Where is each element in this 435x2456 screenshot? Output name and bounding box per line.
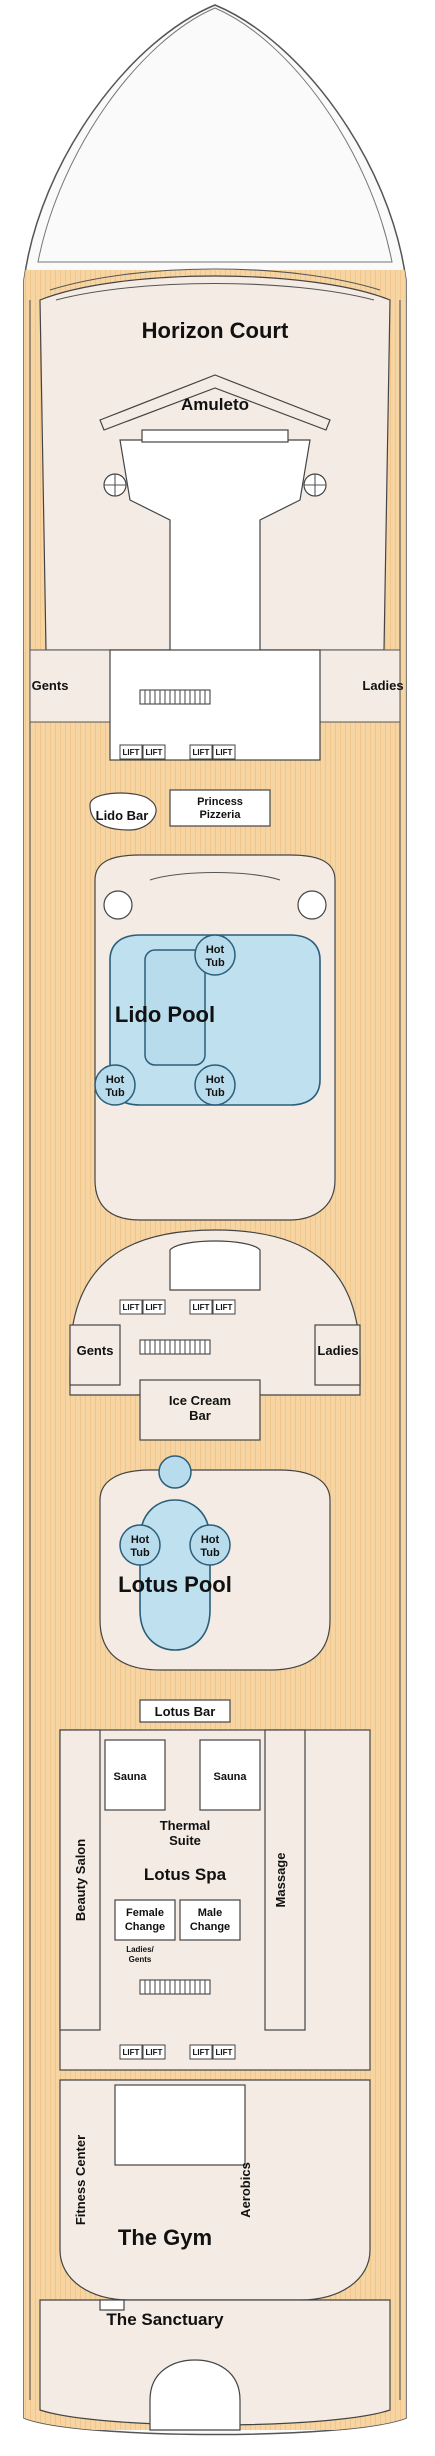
label-ice-cream-bar[interactable]: Bar [189, 1408, 211, 1423]
label-lotus-spa[interactable]: Lotus Spa [144, 1865, 227, 1884]
label-thermal[interactable]: Thermal [160, 1818, 211, 1833]
label-gents-fwd[interactable]: Gents [32, 678, 69, 693]
lotus-pool-area [99, 1469, 331, 1671]
label-the-sanctuary[interactable]: The Sanctuary [106, 2310, 224, 2329]
label-sauna-port[interactable]: Sauna [113, 1771, 147, 1783]
label-ladies-mid[interactable]: Ladies [317, 1343, 358, 1358]
label-male[interactable]: Male [198, 1907, 222, 1919]
label-lotus-bar[interactable]: Lotus Bar [155, 1704, 216, 1719]
svg-text:LIFT: LIFT [146, 748, 163, 757]
label-the-gym[interactable]: The Gym [118, 2225, 212, 2250]
svg-text:LIFT: LIFT [146, 2048, 163, 2057]
svg-text:Hot: Hot [206, 944, 225, 956]
label-beauty-salon[interactable]: Beauty Salon [73, 1839, 88, 1921]
svg-text:Hot: Hot [201, 1534, 220, 1546]
hot-tub [189, 1524, 231, 1566]
label-gents-mid[interactable]: Gents [77, 1343, 114, 1358]
label-massage[interactable]: Massage [273, 1853, 288, 1908]
lotus-bar [139, 1699, 231, 1723]
svg-text:Tub: Tub [105, 1087, 125, 1099]
svg-text:LIFT: LIFT [146, 1303, 163, 1312]
svg-text:LIFT: LIFT [216, 2048, 233, 2057]
svg-text:Tub: Tub [205, 1087, 225, 1099]
svg-text:LIFT: LIFT [193, 748, 210, 757]
svg-text:Hot: Hot [206, 1074, 225, 1086]
label-male-change[interactable]: Change [190, 1921, 230, 1933]
svg-text:Hot: Hot [106, 1074, 125, 1086]
label-horizon-court[interactable]: Horizon Court [142, 318, 289, 343]
hot-tub [94, 1064, 136, 1106]
princess-pizzeria [169, 789, 271, 827]
svg-text:LIFT: LIFT [123, 2048, 140, 2057]
svg-text:LIFT: LIFT [123, 748, 140, 757]
hot-tub [194, 1064, 236, 1106]
svg-text:LIFT: LIFT [123, 1303, 140, 1312]
label-ice-cream[interactable]: Ice Cream [169, 1393, 231, 1408]
svg-text:Hot: Hot [131, 1534, 150, 1546]
ice-cream-bar [139, 1379, 261, 1441]
svg-text:LIFT: LIFT [216, 1303, 233, 1312]
label-ladies-gents[interactable]: Ladies/ [126, 1945, 154, 1954]
label-lido-bar[interactable]: Lido Bar [96, 808, 149, 823]
label-aerobics[interactable]: Aerobics [238, 2162, 253, 2218]
label-sauna-stbd[interactable]: Sauna [213, 1771, 247, 1783]
amuleto-room [99, 374, 331, 431]
label-fitness-center[interactable]: Fitness Center [73, 2135, 88, 2225]
label-female[interactable]: Female [126, 1907, 164, 1919]
svg-text:LIFT: LIFT [216, 748, 233, 757]
lift-bank-mid: LIFT LIFT LIFT LIFT [119, 1299, 236, 1315]
lift-bank-aft: LIFT LIFT LIFT LIFT [119, 2044, 236, 2060]
svg-text:Tub: Tub [205, 957, 225, 969]
bow-area [37, 7, 393, 263]
label-female-change[interactable]: Change [125, 1921, 165, 1933]
lift-bank-fwd: LIFT LIFT LIFT LIFT [119, 744, 236, 760]
svg-text:LIFT: LIFT [193, 1303, 210, 1312]
hot-tub [119, 1524, 161, 1566]
label-amuleto[interactable]: Amuleto [181, 395, 249, 414]
label-ladies-fwd[interactable]: Ladies [362, 678, 403, 693]
svg-text:Tub: Tub [200, 1547, 220, 1559]
svg-text:LIFT: LIFT [193, 2048, 210, 2057]
label-princess[interactable]: Princess [197, 796, 243, 808]
label-lido-pool[interactable]: Lido Pool [115, 1002, 215, 1027]
label-pizzeria[interactable]: Pizzeria [200, 809, 242, 821]
svg-text:Tub: Tub [130, 1547, 150, 1559]
lido-bar [89, 792, 157, 831]
label-lotus-pool[interactable]: Lotus Pool [118, 1572, 232, 1597]
hot-tub [194, 934, 236, 976]
label-ladies-gents-2[interactable]: Gents [129, 1955, 152, 1964]
label-thermal-suite[interactable]: Suite [169, 1833, 201, 1848]
